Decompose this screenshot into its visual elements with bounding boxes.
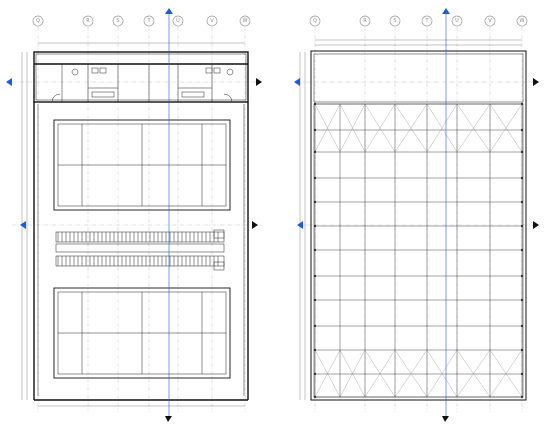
- section-arrow-icon: [533, 221, 539, 229]
- floor-plan-dimension-lines: [21, 42, 245, 407]
- svg-text:S: S: [393, 18, 396, 24]
- roof-plan-view: Q R S T U V W: [294, 8, 540, 422]
- section-marker-icon: [297, 221, 303, 229]
- floor-plan-grid-lines: [12, 27, 262, 412]
- grid-bubble-w: W: [239, 15, 251, 27]
- grid-bubble-s: S: [389, 15, 401, 27]
- court-upper: [53, 119, 231, 211]
- section-arrow-icon: [533, 78, 539, 86]
- grid-bubble-u: U: [451, 15, 463, 27]
- section-marker-icon: [442, 8, 450, 14]
- service-block: [33, 51, 249, 103]
- grid-bubble-w: W: [516, 15, 528, 27]
- floor-plan-section-markers: [6, 8, 262, 422]
- roof-truss-grid: [313, 102, 524, 399]
- svg-text:T: T: [424, 18, 429, 24]
- section-marker-icon: [20, 221, 26, 229]
- bleacher-seating: [55, 229, 225, 271]
- court-lower: [53, 287, 231, 379]
- grid-bubble-r: R: [359, 15, 371, 27]
- section-marker-icon: [165, 8, 173, 14]
- svg-text:Q: Q: [313, 18, 317, 24]
- svg-text:V: V: [210, 18, 214, 24]
- section-arrow-icon: [252, 221, 258, 229]
- section-arrow-icon: [256, 78, 262, 86]
- roof-plan-section-markers: [294, 8, 539, 422]
- svg-text:U: U: [455, 18, 459, 24]
- grid-bubble-q: Q: [309, 15, 321, 27]
- grid-bubble-t: T: [421, 15, 433, 27]
- grid-bubble-s: S: [112, 15, 124, 27]
- svg-text:W: W: [243, 18, 248, 24]
- svg-text:Q: Q: [36, 18, 40, 24]
- svg-text:R: R: [363, 18, 367, 24]
- section-marker-icon: [6, 78, 12, 86]
- roof-plan-grid-lines: [298, 27, 540, 412]
- svg-text:W: W: [520, 18, 525, 24]
- svg-text:T: T: [146, 18, 151, 24]
- grid-bubble-v: V: [206, 15, 218, 27]
- hall-outline: [33, 102, 249, 401]
- svg-text:R: R: [86, 18, 90, 24]
- grid-bubble-t: T: [143, 15, 155, 27]
- grid-bubble-q: Q: [32, 15, 44, 27]
- svg-text:U: U: [176, 18, 180, 24]
- section-marker-icon: [294, 78, 300, 86]
- svg-text:V: V: [488, 18, 492, 24]
- grid-bubble-r: R: [82, 15, 94, 27]
- section-arrow-icon: [442, 416, 449, 422]
- roof-plan-dimension-lines: [299, 39, 522, 400]
- roof-outline: [310, 50, 527, 401]
- section-arrow-icon: [165, 416, 172, 422]
- roof-plan-grid-bubbles: Q R S T U V W: [309, 15, 528, 27]
- floor-plan-view: Q R S T U V W: [6, 8, 262, 422]
- grid-bubble-v: V: [484, 15, 496, 27]
- floor-plan-grid-bubbles: Q R S T U V W: [32, 15, 251, 27]
- svg-text:S: S: [116, 18, 119, 24]
- grid-bubble-u: U: [172, 15, 184, 27]
